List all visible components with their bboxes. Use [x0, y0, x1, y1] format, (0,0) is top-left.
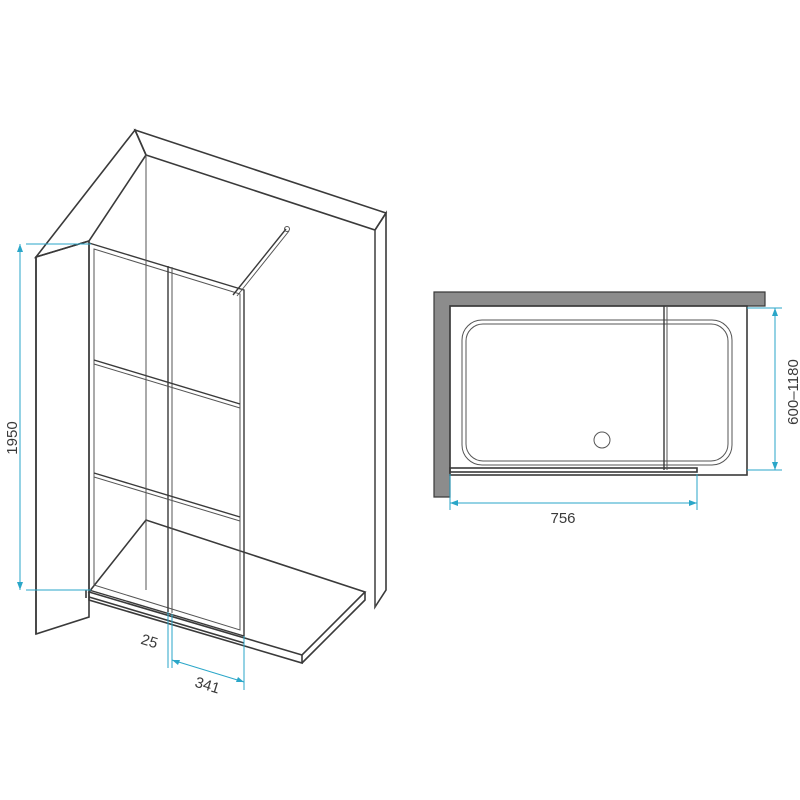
back-wall [133, 128, 388, 610]
depth-label: 600–1180 [785, 359, 800, 425]
wall-section-top [433, 291, 766, 498]
dim-panel-width: 756 [449, 474, 698, 527]
support-bar [232, 226, 290, 297]
drain-icon [593, 431, 611, 449]
dim-depth: 600–1180 [747, 307, 800, 471]
glass-panel [85, 242, 245, 644]
shower-tray [87, 519, 367, 665]
isometric-view: 1950 25 341 [4, 128, 388, 698]
profile-label: 25 [139, 631, 160, 652]
height-label: 1950 [4, 421, 21, 454]
left-wall [33, 128, 147, 636]
tray-basin-outer [461, 319, 733, 466]
dim-height: 1950 [4, 243, 91, 591]
tray-basin-inner [465, 323, 729, 462]
plan-view: 756 600–1180 [433, 291, 800, 527]
panel-width-label: 756 [550, 510, 575, 527]
dim-offset: 25 341 [139, 612, 245, 698]
tray-outline [449, 305, 748, 476]
plan-glass-panel [449, 467, 698, 473]
offset-label: 341 [193, 674, 222, 698]
